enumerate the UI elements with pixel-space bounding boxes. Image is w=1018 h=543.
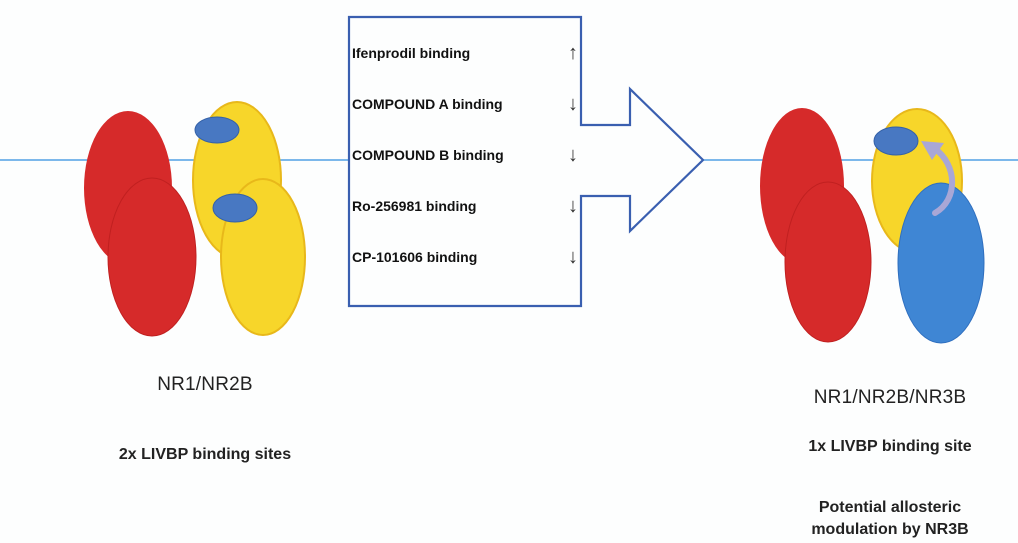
arrow-down-icon: ↓ bbox=[568, 245, 578, 268]
left-complex-name: NR1/NR2B bbox=[157, 374, 253, 395]
right-complex-sites: 1x LIVBP binding site bbox=[808, 438, 972, 455]
binding-row-ro-256981: Ro-256981 binding ↓ bbox=[352, 193, 582, 219]
binding-label: CP-101606 binding bbox=[352, 249, 478, 265]
right-complex-name: NR1/NR2B/NR3B bbox=[813, 387, 967, 408]
arrow-down-icon: ↓ bbox=[568, 92, 578, 115]
binding-row-compound-b: COMPOUND B binding ↓ bbox=[352, 142, 582, 168]
livbp-binding-site-1 bbox=[194, 116, 240, 144]
nr3b-subunit bbox=[897, 182, 985, 344]
nr1-subunit-bottom-right bbox=[784, 181, 872, 343]
right-complex-note-line1: Potential allosteric bbox=[818, 499, 962, 516]
right-receptor-complex bbox=[760, 108, 985, 344]
binding-label: COMPOUND A binding bbox=[352, 96, 503, 112]
binding-row-ifenprodil: Ifenprodil binding ↑ bbox=[352, 40, 582, 66]
binding-label: Ifenprodil binding bbox=[352, 45, 471, 61]
binding-row-cp-101606: CP-101606 binding ↓ bbox=[352, 244, 582, 270]
left-complex-sites: 2x LIVBP binding sites bbox=[118, 446, 292, 463]
allosteric-modulation-arrow bbox=[931, 145, 956, 216]
livbp-binding-site-right bbox=[873, 126, 919, 156]
nr1-subunit-bottom bbox=[107, 177, 197, 337]
transition-arrow bbox=[347, 15, 705, 308]
livbp-binding-site-2 bbox=[212, 193, 258, 223]
binding-label: COMPOUND B binding bbox=[352, 147, 504, 163]
arrow-down-icon: ↓ bbox=[568, 194, 578, 217]
binding-row-compound-a: COMPOUND A binding ↓ bbox=[352, 91, 582, 117]
binding-label: Ro-256981 binding bbox=[352, 198, 477, 214]
right-complex-note-line2: modulation by NR3B bbox=[811, 521, 969, 538]
arrow-up-icon: ↑ bbox=[568, 41, 578, 64]
allosteric-arrow-head-icon bbox=[921, 141, 944, 160]
left-receptor-complex bbox=[84, 101, 306, 337]
arrow-down-icon: ↓ bbox=[568, 143, 578, 166]
